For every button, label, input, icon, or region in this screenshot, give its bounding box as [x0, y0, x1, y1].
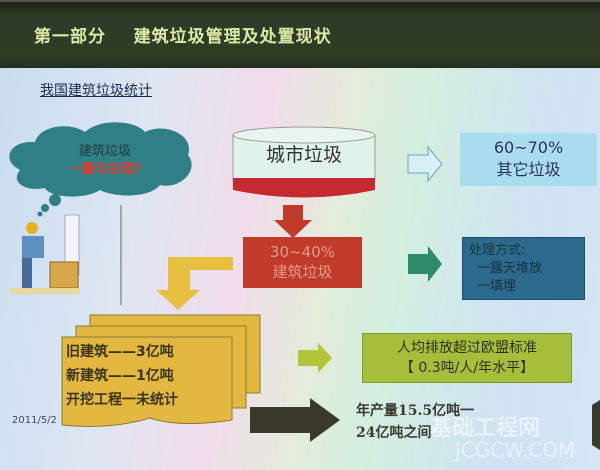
dark-arrow-right: [250, 398, 340, 442]
treatment-item: 一露天堆放: [477, 261, 543, 276]
production-text: 年产量15.5亿吨一 24亿吨之间: [356, 400, 474, 444]
per-capita-line1: 人均排放超过欧盟标准: [397, 340, 537, 356]
cylinder-shape: [232, 126, 376, 198]
per-capita-line2: 【 0.3吨/人/年水平】: [399, 360, 535, 376]
slide-subtitle: 我国建筑垃圾统计: [40, 83, 152, 99]
construction-waste-box: 30~40% 建筑垃圾: [243, 237, 362, 288]
city-waste-label: 城市垃圾: [265, 144, 342, 166]
sources-list: 旧建筑——3亿吨 新建筑——1亿吨 开挖工程一未统计: [66, 340, 178, 412]
worker-illustration: [10, 214, 80, 294]
per-capita-box: 人均排放超过欧盟标准 【 0.3吨/人/年水平】: [362, 333, 572, 383]
watermark-cn: 基础工程网: [430, 416, 541, 441]
treatment-title: 处理方式:: [469, 243, 526, 258]
cloud-shape: [9, 122, 192, 217]
source-item: 新建筑——1亿吨: [66, 368, 174, 384]
treatment-item: 一填埋: [477, 279, 517, 294]
cloud-line2: 一量与处理?: [68, 162, 142, 177]
outline-arrow-right: [407, 145, 443, 183]
watermark-url: JCGCW.COM: [455, 438, 576, 462]
source-item: 开挖工程一未统计: [66, 392, 178, 408]
construction-waste-percent: 30~40%: [270, 243, 335, 261]
production-line2: 24亿吨之间: [356, 425, 432, 441]
document-stack: [61, 314, 261, 427]
yellow-bent-arrow: [156, 257, 233, 310]
green-arrow-right: [408, 246, 442, 282]
other-waste-percent: 60~70%: [493, 138, 564, 157]
small-green-arrow: [298, 343, 332, 373]
cloud-line1: 建筑垃圾: [78, 144, 131, 159]
slide-header: 第一部分 建筑垃圾管理及处置现状: [0, 0, 600, 68]
construction-waste-label: 建筑垃圾: [272, 263, 333, 281]
slide-date: 2011/5/2: [12, 415, 57, 426]
treatment-box: 处理方式: 一露天堆放 一填埋: [462, 237, 585, 300]
slide-title: 第一部分 建筑垃圾管理及处置现状: [34, 27, 332, 47]
production-line1: 年产量15.5亿吨一: [356, 403, 475, 419]
partial-arrow: [592, 400, 600, 450]
red-arrow-down: [274, 205, 312, 238]
source-item: 旧建筑——3亿吨: [66, 344, 174, 360]
other-waste-box: 60~70% 其它垃圾: [460, 133, 597, 186]
other-waste-label: 其它垃圾: [496, 160, 561, 179]
